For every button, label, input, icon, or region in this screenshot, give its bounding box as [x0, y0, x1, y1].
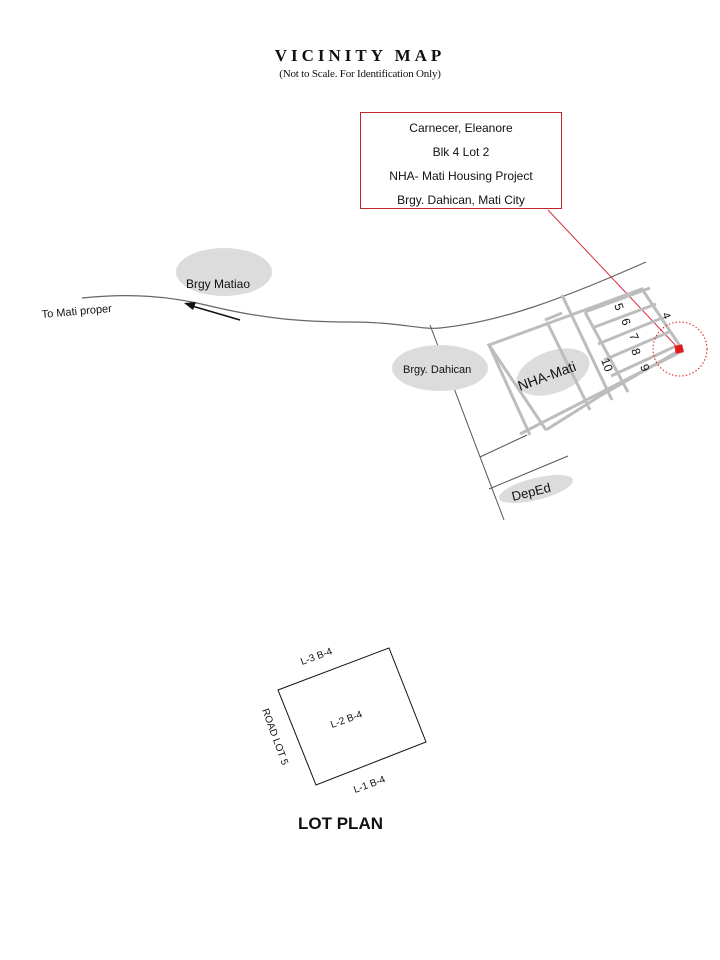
lot-plan-parcel	[277, 647, 427, 786]
lot-divider-3	[603, 330, 670, 362]
subdivision-road-inner	[545, 321, 592, 411]
target-lot-circle	[652, 321, 708, 377]
landmark-matiao-ellipse	[176, 248, 272, 296]
lot-plan-top-label: L-3 B-4	[299, 646, 334, 668]
subdivision-road-connector	[544, 311, 563, 322]
lot-number-5: 5	[611, 301, 627, 312]
lot-divider-top	[584, 286, 651, 314]
landmark-dahican-ellipse	[392, 345, 488, 391]
map-title: VICINITY MAP	[274, 46, 446, 65]
lot-plan-center-label: L-2 B-4	[329, 709, 364, 731]
landmark-deped-ellipse	[499, 474, 573, 504]
arrow-left-icon	[184, 302, 241, 321]
subdivision-road-south	[519, 348, 685, 436]
minor-road-1	[479, 434, 528, 458]
lot-number-9: 9	[637, 362, 653, 373]
lot-number-6: 6	[618, 316, 634, 327]
callout-project: NHA- Mati Housing Project	[389, 169, 533, 183]
lot-number-10: 10	[598, 356, 616, 374]
callout-leader-line	[547, 209, 679, 349]
subdivision-road-mid	[560, 294, 614, 401]
subdivision-roads	[486, 286, 685, 436]
direction-label: To Mati proper	[41, 303, 112, 321]
lot-divider-1	[591, 302, 657, 330]
lot-plan-bottom-label: L-1 B-4	[352, 774, 387, 796]
landmark-nha-ellipse	[516, 348, 590, 396]
subdivision-road-west	[487, 344, 532, 436]
lot-plan-left-label: ROAD LOT 5	[259, 707, 290, 767]
lot-divider-2	[597, 316, 663, 346]
lot-divider-4	[610, 344, 677, 378]
main-road	[81, 261, 647, 329]
subdivision-road-lots	[583, 311, 630, 393]
target-lot-marker-icon	[674, 344, 684, 354]
landmark-dahican-label: Brgy. Dahican	[403, 364, 471, 376]
lot-number-8: 8	[628, 346, 644, 357]
callout-owner-name: Carnecer, Eleanore	[409, 121, 513, 135]
lot-number-4: 4	[659, 311, 672, 321]
owner-callout-box: Carnecer, Eleanore Blk 4 Lot 2 NHA- Mati…	[360, 112, 562, 209]
minor-road-2	[488, 455, 569, 490]
landmark-matiao-label: Brgy Matiao	[186, 277, 250, 291]
lot-plan-title: LOT PLAN	[298, 814, 383, 833]
lot-number-7: 7	[626, 331, 642, 342]
callout-block-lot: Blk 4 Lot 2	[432, 145, 490, 159]
map-subtitle: (Not to Scale. For Identification Only)	[279, 68, 441, 80]
callout-address: Brgy. Dahican, Mati City	[397, 193, 525, 207]
